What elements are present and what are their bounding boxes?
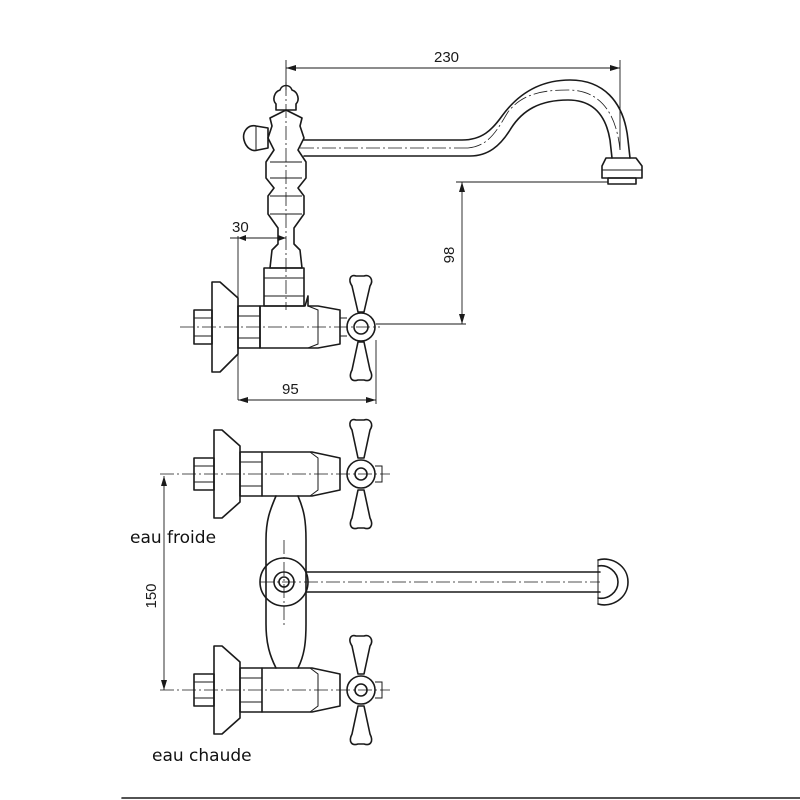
front-view: 150 — [143, 418, 629, 746]
side-view: 230 98 30 95 — [180, 49, 643, 404]
lower-wall-flange — [213, 645, 241, 735]
dim-spout-reach: 230 — [434, 49, 459, 66]
column-nut — [263, 267, 305, 307]
upper-wall-flange — [213, 429, 241, 519]
side-knob — [242, 124, 269, 152]
spout-upper — [303, 79, 631, 159]
label-hot-water: eau chaude — [152, 746, 252, 766]
valve-body — [259, 295, 341, 349]
cross-handle-side — [349, 274, 373, 313]
dim-inlet-spacing: 150 — [143, 583, 160, 608]
upper-cross-handle — [349, 418, 373, 459]
column-finial — [273, 84, 299, 111]
dim-body-depth: 95 — [282, 381, 299, 398]
lower-cross-handle — [349, 634, 373, 675]
spout-top-view — [305, 571, 601, 593]
dim-wall-offset: 30 — [232, 219, 249, 236]
label-cold-water: eau froide — [130, 528, 217, 548]
turned-column — [265, 109, 307, 269]
spout-aerator — [601, 157, 643, 179]
dim-spout-height: 98 — [441, 247, 458, 264]
spout-lower — [303, 99, 613, 159]
spout-end-ring — [597, 558, 629, 606]
